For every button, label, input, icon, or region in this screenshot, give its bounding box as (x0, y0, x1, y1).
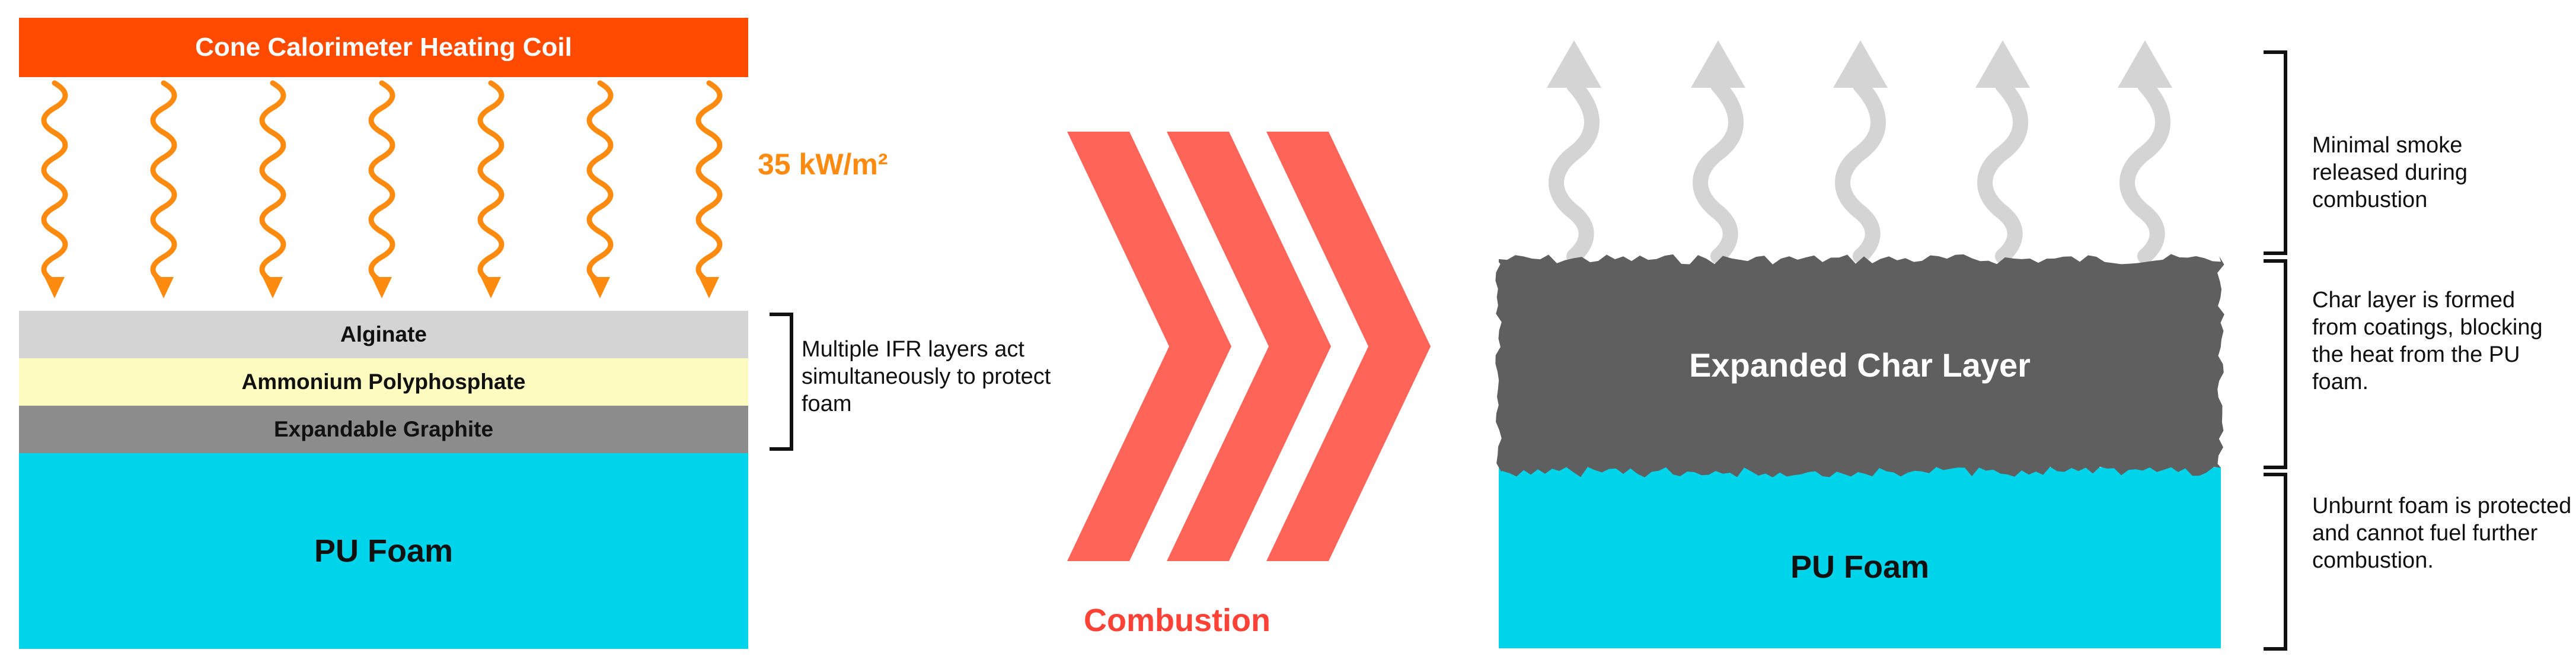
heat-arrow-head-7 (699, 277, 719, 298)
smoke-arrow-5 (2119, 78, 2170, 264)
foam-note: Unburnt foam is protected and cannot fue… (2312, 493, 2572, 573)
smoke-arrow-3 (1835, 78, 1886, 264)
heat-arrow-head-3 (263, 277, 283, 298)
smoke-arrow-head-4 (1975, 40, 2030, 88)
smoke-arrow-head-5 (2118, 40, 2172, 88)
heat-arrow-head-2 (154, 277, 174, 298)
smoke-note: Minimal smoke released during combustion (2312, 133, 2468, 212)
heat-flux-label: 35 kW/m² (758, 148, 888, 181)
char-note: Char layer is formed from coatings, bloc… (2312, 288, 2543, 394)
layer-alginate-label: Alginate (340, 322, 427, 346)
heat-arrow-head-1 (44, 277, 65, 298)
pu-foam-left-label: PU Foam (314, 533, 454, 569)
pu-foam-left: PU Foam (19, 453, 748, 649)
layer-expandable-graphite: Expandable Graphite (19, 406, 748, 453)
layer-alginate: Alginate (19, 311, 748, 358)
layer-ammonium-polyphosphate: Ammonium Polyphosphate (19, 358, 748, 406)
smoke-arrow-head-3 (1833, 40, 1888, 88)
heat-arrow-7 (695, 80, 723, 291)
heat-arrow-head-5 (481, 277, 501, 298)
smoke-arrow-1 (1549, 78, 1600, 264)
heat-arrow-1 (41, 80, 68, 291)
smoke-arrow-4 (1977, 78, 2028, 264)
heat-arrow-6 (586, 80, 614, 291)
heat-arrow-4 (368, 80, 395, 291)
heat-arrow-head-4 (372, 277, 392, 298)
smoke-arrow-2 (1693, 78, 1744, 264)
combustion-label: Combustion (1084, 603, 1271, 638)
pu-foam-right-label: PU Foam (1790, 549, 1930, 585)
smoke-arrow-head-1 (1547, 40, 1601, 88)
heat-arrow-5 (477, 80, 505, 291)
heat-arrow-head-6 (590, 277, 610, 298)
layers-note: Multiple IFR layers act simultaneously t… (802, 337, 1051, 416)
heating-coil-label: Cone Calorimeter Heating Coil (195, 33, 572, 62)
char-layer-label: Expanded Char Layer (1689, 346, 2031, 384)
layer-ammonium-polyphosphate-label: Ammonium Polyphosphate (241, 370, 526, 394)
heating-coil: Cone Calorimeter Heating Coil (19, 18, 748, 77)
layer-expandable-graphite-label: Expandable Graphite (273, 417, 494, 441)
heat-arrow-2 (150, 80, 177, 291)
smoke-arrow-head-2 (1691, 40, 1745, 88)
heat-arrow-3 (259, 80, 286, 291)
pu-foam-right: PU Foam (1499, 467, 2221, 648)
